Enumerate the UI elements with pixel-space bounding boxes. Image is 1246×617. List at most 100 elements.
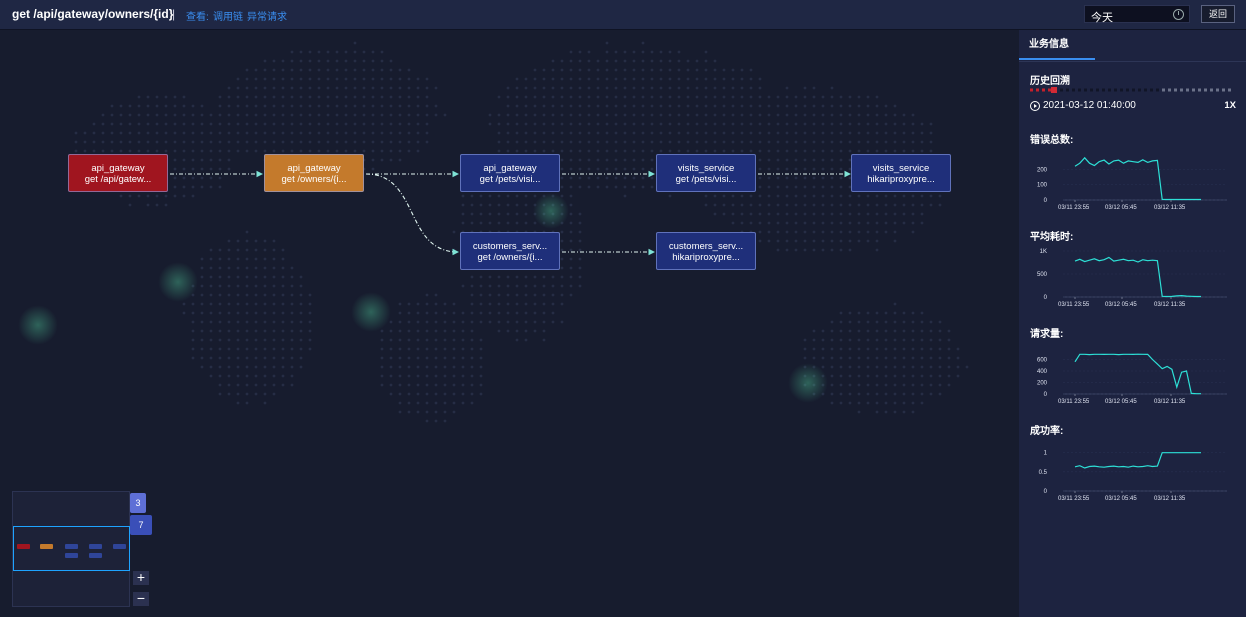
y-tick-label: 200 [1037,381,1048,387]
zoom-out-button[interactable]: − [133,591,149,606]
map-dot [173,194,177,198]
map-dot [191,338,195,342]
map-dot [335,50,339,54]
map-dot [299,131,303,135]
map-dot [407,77,411,81]
map-dot [497,302,501,306]
topology-canvas[interactable]: api_gateway get /api/gatew... api_gatewa… [0,30,1018,617]
map-dot [785,86,789,90]
map-dot [569,203,573,207]
map-dot [956,347,960,351]
map-dot [74,131,78,135]
map-dot [848,338,852,342]
map-dot [254,122,258,126]
map-dot [866,113,870,117]
map-dot [551,86,555,90]
map-dot [461,203,465,207]
map-dot [272,77,276,81]
call-chain-link[interactable]: 调用链 [213,12,243,23]
map-dot [812,338,816,342]
map-dot [893,338,897,342]
map-dot [947,365,951,369]
zoom-in-button[interactable]: + [133,570,149,585]
map-dot [848,221,852,225]
timeline-tick [1222,88,1225,92]
service-node[interactable]: visits_service get /pets/visi... [656,154,756,192]
map-dot [236,149,240,153]
map-dot [641,41,645,45]
map-dot [191,158,195,162]
map-dot [182,104,186,108]
map-dot [200,365,204,369]
timeline-tick [1030,88,1033,92]
map-dot [713,68,717,72]
map-dot [236,140,240,144]
map-dot [236,248,240,252]
service-node[interactable]: customers_serv... hikariproxypre... [656,232,756,270]
map-dot [452,410,456,414]
map-dot [767,176,771,180]
map-dot [362,68,366,72]
map-dot [344,77,348,81]
map-dot [425,311,429,315]
minimap[interactable] [12,491,130,607]
map-dot [560,302,564,306]
map-dot [767,185,771,189]
service-node[interactable]: api_gateway get /pets/visi... [460,154,560,192]
map-dot [389,149,393,153]
map-dot [515,212,519,216]
map-dot [434,104,438,108]
map-dot [245,392,249,396]
history-timeline[interactable] [1030,87,1234,93]
map-dot [704,113,708,117]
map-dot [839,392,843,396]
date-picker[interactable]: 今天 [1084,5,1190,24]
map-dot [794,140,798,144]
playback-speed[interactable]: 1X [1224,100,1236,111]
map-dot [758,95,762,99]
map-dot [281,329,285,333]
map-dot [497,113,501,117]
map-dot [200,167,204,171]
error-requests-link[interactable]: 异常请求 [247,12,287,23]
map-dot [542,221,546,225]
map-dot [839,365,843,369]
service-node[interactable]: api_gateway get /api/gatew... [68,154,168,192]
service-node[interactable]: customers_serv... get /owners/{i... [460,232,560,270]
node-count-badge[interactable]: 3 [130,493,146,513]
map-dot [848,122,852,126]
map-dot [938,320,942,324]
map-dot [524,302,528,306]
map-dot [434,365,438,369]
map-dot [272,239,276,243]
x-tick-label: 03/12 11:35 [1154,205,1186,211]
map-dot [884,410,888,414]
map-dot [911,392,915,396]
map-dot [227,131,231,135]
map-dot [569,185,573,189]
map-dot [389,59,393,63]
map-dot [128,104,132,108]
service-node[interactable]: api_gateway get /owners/{i... [264,154,364,192]
map-dot [551,194,555,198]
map-dot [236,302,240,306]
map-dot [884,131,888,135]
map-dot [191,293,195,297]
back-button[interactable]: 返回 [1201,5,1235,23]
minimap-viewport[interactable] [13,526,130,571]
play-icon[interactable] [1030,101,1040,111]
map-dot [551,122,555,126]
map-dot [740,122,744,126]
map-dot [191,131,195,135]
node-count-badge[interactable]: 7 [130,515,152,535]
map-dot [200,311,204,315]
map-dot [704,50,708,54]
map-dot [776,185,780,189]
view-label: 查看: [186,12,209,23]
map-dot [803,239,807,243]
tab-business-info[interactable]: 业务信息 [1019,30,1095,60]
map-dot [578,122,582,126]
map-dot [308,68,312,72]
map-dot [650,104,654,108]
service-node[interactable]: visits_service hikariproxypre... [851,154,951,192]
